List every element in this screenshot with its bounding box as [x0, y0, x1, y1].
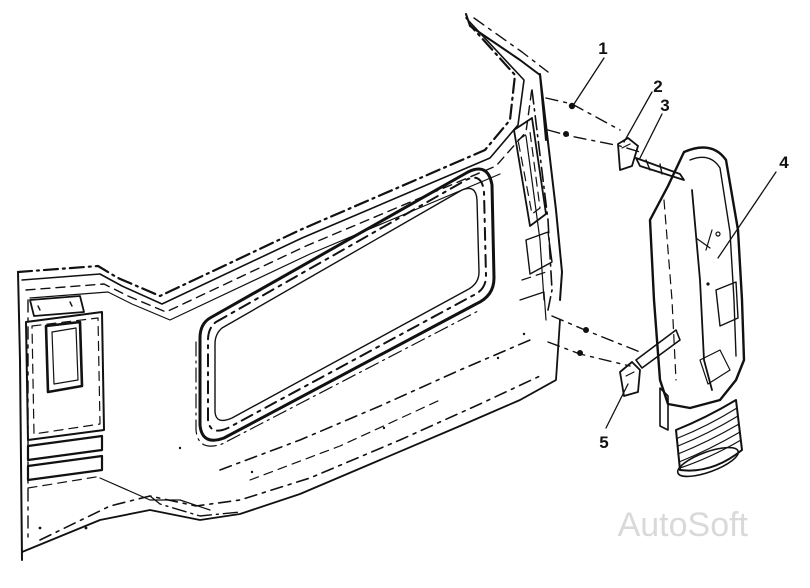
body-side-panel — [16, 13, 563, 561]
callout-3: 3 — [660, 96, 669, 115]
left-trim-block — [25, 295, 105, 489]
lower-bracket — [619, 329, 681, 397]
callout-5: 5 — [599, 433, 608, 452]
callout-1: 1 — [598, 39, 607, 58]
callout-2: 2 — [653, 77, 662, 96]
callout-4: 4 — [779, 153, 789, 172]
fastener-nuts — [563, 102, 589, 356]
air-duct-assembly — [648, 146, 746, 478]
callout-leaders — [573, 57, 777, 429]
watermark-text: AutoSoft — [618, 506, 749, 544]
